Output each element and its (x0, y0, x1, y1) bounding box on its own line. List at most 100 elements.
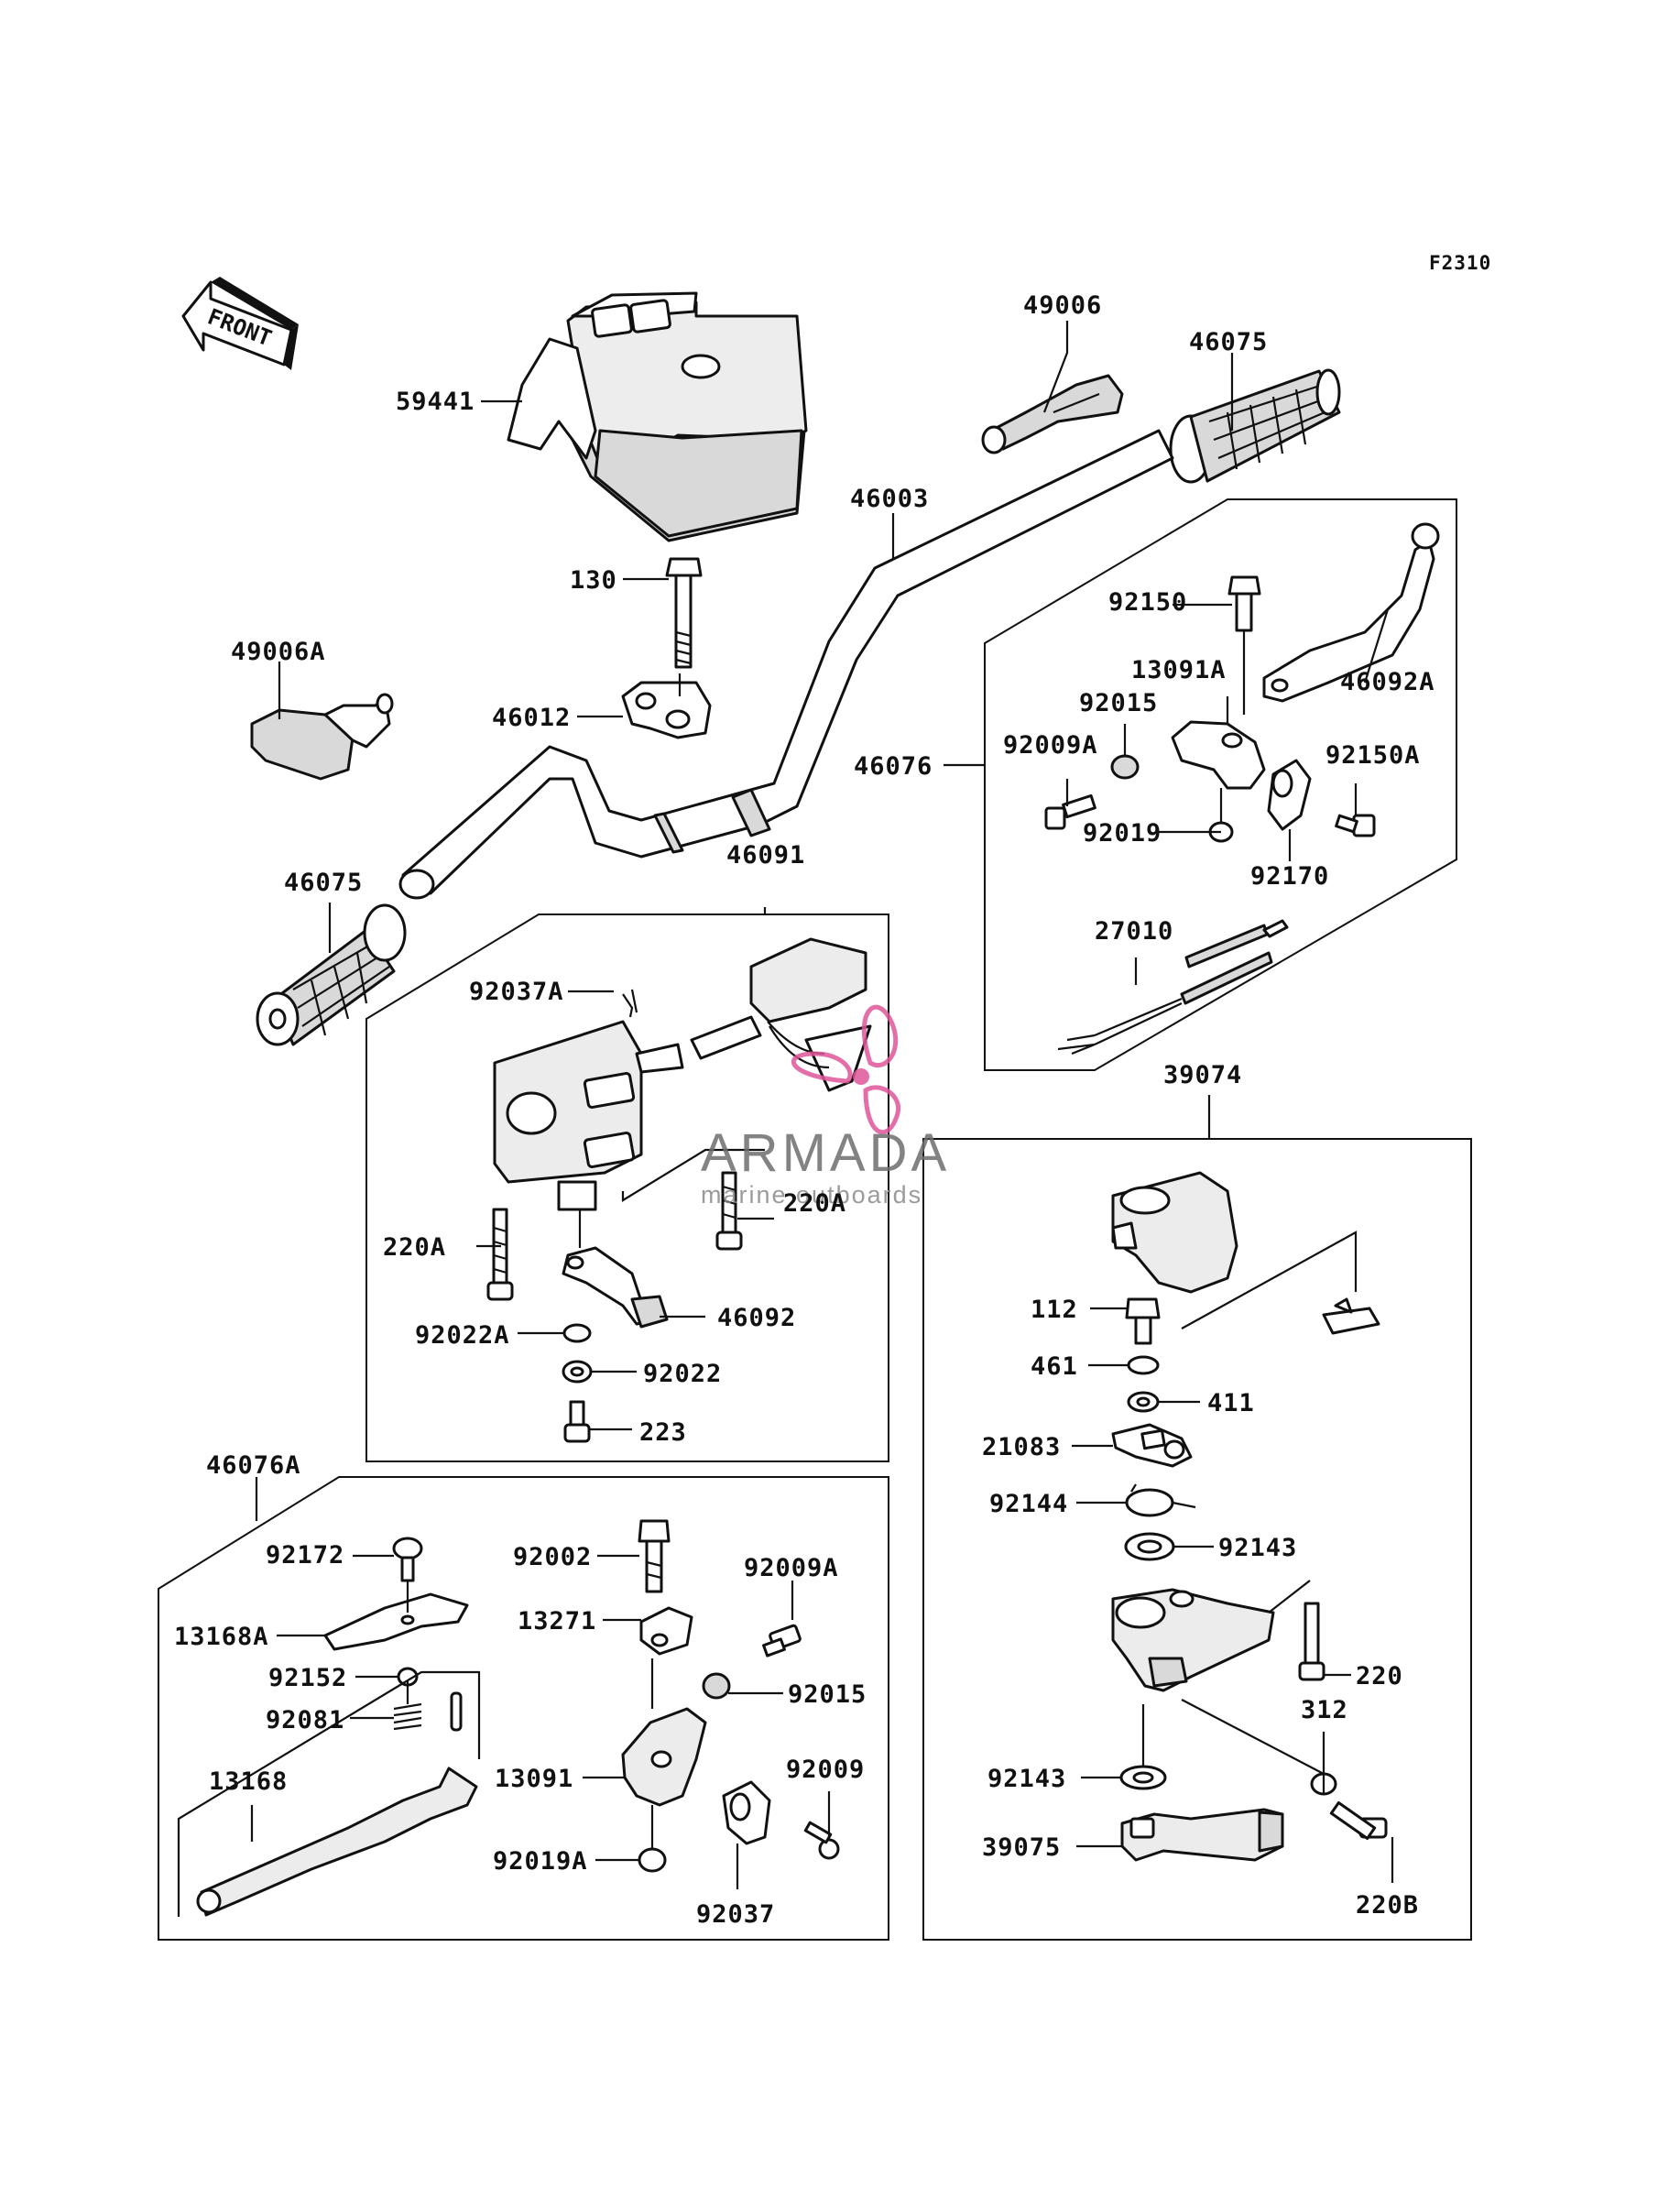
screw-220A-right (715, 1171, 743, 1251)
front-arrow-icon: FRONT (181, 277, 299, 370)
label-13271: 13271 (518, 1607, 596, 1636)
clip-92037A (622, 989, 638, 1018)
clip-piece (1322, 1297, 1380, 1335)
label-92172: 92172 (266, 1541, 344, 1570)
label-92009A-top: 92009A (1003, 731, 1098, 760)
seal-92143-bottom (1119, 1765, 1167, 1790)
throttle-case (1111, 1588, 1275, 1692)
label-39074: 39074 (1163, 1061, 1242, 1089)
label-49006A: 49006A (231, 638, 326, 666)
label-13091: 13091 (495, 1765, 573, 1793)
label-92081: 92081 (266, 1706, 344, 1734)
leader-cover (1181, 1231, 1358, 1329)
part-labels: 59441 49006 46075 46003 130 49006A 46012… (174, 291, 1435, 1929)
label-92019: 92019 (1083, 819, 1162, 848)
label-49006: 49006 (1023, 291, 1102, 320)
label-220B: 220B (1356, 1891, 1419, 1920)
adjuster-92015-top (1110, 754, 1140, 780)
bracket-13091 (621, 1707, 707, 1807)
lever-frame-line (177, 1670, 481, 1917)
screw-220B (1329, 1801, 1388, 1840)
label-92143-top: 92143 (1218, 1534, 1297, 1562)
box-46091 (365, 914, 889, 1462)
label-92015-top: 92015 (1079, 689, 1158, 717)
bolt-112 (1125, 1297, 1161, 1345)
bolt-92009A-top (1044, 793, 1096, 830)
boot-49006A (250, 693, 394, 781)
handlebar-46003 (398, 429, 1174, 900)
label-46003: 46003 (850, 485, 929, 513)
leader-lines-39074 (1072, 1307, 1394, 1883)
leader-lines-46076A (250, 1554, 831, 1889)
label-220A-left: 220A (383, 1233, 446, 1262)
clamp-92037 (722, 1780, 771, 1845)
watermark-brand: ARMADA (701, 1123, 950, 1183)
seal-92143-top (1124, 1532, 1175, 1561)
screw-92172 (392, 1537, 423, 1582)
label-92015-bottom: 92015 (788, 1680, 867, 1709)
label-130: 130 (570, 566, 617, 595)
label-92143-bottom: 92143 (987, 1765, 1066, 1793)
washer-92022A (562, 1323, 592, 1343)
switch-housing-46091 (493, 937, 872, 1211)
bracket-13091A (1171, 720, 1266, 790)
box-46076A (158, 1476, 889, 1941)
bolt-92150A (1335, 814, 1376, 837)
lever-46092 (562, 1246, 669, 1329)
bolt-92009A-bottom (762, 1624, 802, 1657)
lever-13168 (196, 1767, 478, 1917)
label-220A-right: 220A (783, 1189, 846, 1218)
label-46075-top: 46075 (1189, 328, 1268, 356)
spring-92081 (393, 1702, 422, 1731)
throttle-cover-39074 (1111, 1171, 1238, 1294)
grip-46075-left (256, 903, 407, 1046)
spring-92144 (1125, 1483, 1196, 1517)
propeller-logo-icon (791, 1004, 901, 1135)
diagram-code: F2310 (1429, 252, 1491, 274)
switch-27010 (1057, 919, 1289, 1056)
label-112: 112 (1031, 1296, 1078, 1324)
label-92037A: 92037A (469, 978, 564, 1006)
watermark-tagline: marine outboards (701, 1181, 922, 1209)
label-21083: 21083 (982, 1433, 1061, 1461)
label-92152: 92152 (268, 1664, 347, 1692)
label-13168A: 13168A (174, 1623, 269, 1651)
label-92009: 92009 (786, 1756, 865, 1784)
label-13168: 13168 (209, 1767, 288, 1796)
screw-220 (1298, 1602, 1325, 1681)
box-39074 (922, 1138, 1472, 1941)
label-46092A: 46092A (1340, 668, 1435, 696)
label-92019A: 92019A (493, 1847, 588, 1876)
box-46076 (984, 498, 1457, 1071)
label-46076: 46076 (854, 752, 933, 781)
bracket-13271 (639, 1606, 693, 1656)
armada-watermark: ARMADA marine outboards (701, 1004, 950, 1209)
label-92037: 92037 (696, 1900, 775, 1929)
leader-lines-46091 (476, 907, 774, 1431)
label-411: 411 (1207, 1389, 1255, 1417)
leader-lines-46076 (944, 603, 1390, 985)
screw-220A-left (486, 1208, 514, 1301)
nut-92019A (638, 1847, 667, 1873)
label-92022: 92022 (643, 1360, 722, 1388)
label-92150A: 92150A (1325, 741, 1421, 770)
clamp-92170 (1267, 759, 1312, 831)
label-27010: 27010 (1095, 917, 1173, 946)
handlebar-holder-46012 (621, 681, 712, 739)
plate-13168A (323, 1592, 469, 1651)
pin (450, 1691, 463, 1732)
label-59441: 59441 (396, 388, 475, 416)
label-220: 220 (1356, 1662, 1403, 1690)
washer-92022 (562, 1360, 593, 1384)
throttle-boot-49006 (981, 374, 1124, 454)
throttle-lever-39075 (1120, 1808, 1284, 1862)
label-92144: 92144 (989, 1490, 1068, 1518)
label-13091A: 13091A (1131, 656, 1227, 684)
label-46012: 46012 (492, 704, 571, 732)
label-92150: 92150 (1108, 588, 1187, 617)
leader-lines-top (278, 321, 1234, 953)
bolt-92002 (638, 1519, 671, 1593)
bolt-130 (665, 557, 703, 669)
plate-21083 (1111, 1423, 1193, 1468)
